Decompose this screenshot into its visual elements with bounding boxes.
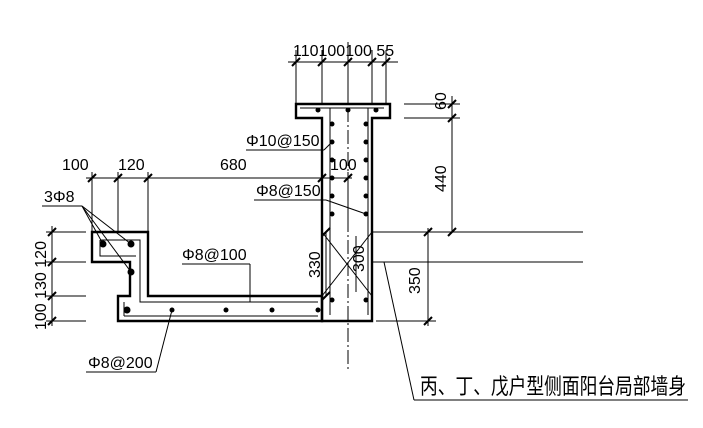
dim-100-left: 100 bbox=[62, 157, 89, 174]
dim-350: 350 bbox=[407, 267, 424, 294]
label-3phi8: 3Φ8 bbox=[44, 189, 75, 206]
dim-680: 680 bbox=[220, 157, 247, 174]
dim-330: 330 bbox=[307, 251, 324, 278]
rebar-label-8-100 bbox=[182, 263, 251, 302]
label-phi8-at-200: Φ8@200 bbox=[88, 355, 153, 372]
upper-left-dimension-chain bbox=[86, 172, 353, 232]
joint-cross bbox=[321, 231, 373, 297]
floor-lines bbox=[372, 231, 583, 263]
dim-440: 440 bbox=[433, 165, 450, 192]
inner-dimension-lines bbox=[321, 227, 357, 301]
rebar-label-8-200 bbox=[86, 309, 173, 373]
label-phi8-at-150: Φ8@150 bbox=[256, 183, 321, 200]
label-phi8-at-100: Φ8@100 bbox=[182, 247, 247, 264]
left-dimension-text: 100 130 120 bbox=[33, 241, 50, 330]
right-dimension-chain bbox=[376, 96, 460, 326]
top-dimension-text: 110100100 55 bbox=[293, 43, 394, 60]
rebar-label-8-150 bbox=[254, 199, 367, 215]
rebar-dots bbox=[99, 107, 379, 314]
caption-text: 丙、丁、戊户型侧面阳台局部墙身 bbox=[420, 375, 686, 400]
wall-outline bbox=[294, 102, 392, 323]
left-dimension-chain bbox=[46, 226, 86, 326]
dim-100-mid: 100 bbox=[330, 157, 357, 174]
dim-60: 60 bbox=[433, 92, 450, 110]
dim-120: 120 bbox=[118, 157, 145, 174]
label-phi10-at-150: Φ10@150 bbox=[246, 133, 320, 150]
rebar-label-10-150 bbox=[246, 141, 333, 151]
dim-300: 300 bbox=[351, 245, 368, 272]
caption-leader bbox=[383, 261, 688, 401]
rebar-cage bbox=[99, 107, 384, 317]
rebar-label-3-8 bbox=[42, 205, 132, 273]
slab-outline bbox=[90, 230, 324, 323]
top-dimension-chain bbox=[288, 50, 398, 104]
